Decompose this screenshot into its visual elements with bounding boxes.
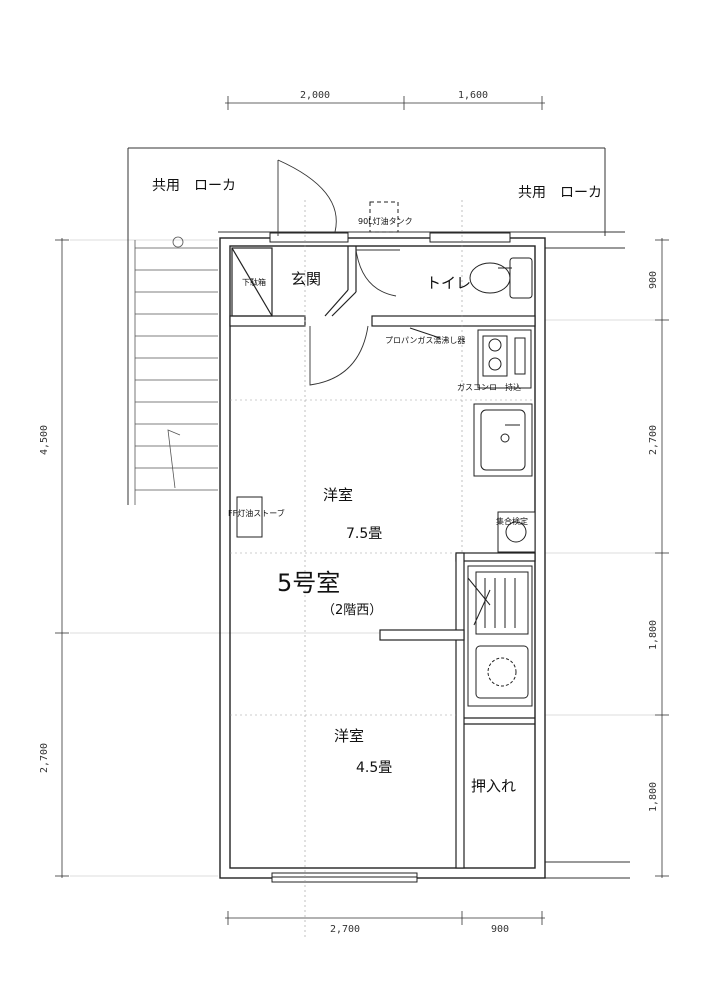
toilet-label: トイレ: [426, 274, 471, 292]
stove-label: FF灯油ストーブ: [228, 508, 285, 518]
dim-top-2: 1,600: [458, 90, 488, 101]
stairs: [134, 236, 218, 505]
oil-stove: [236, 496, 263, 538]
doors: [277, 159, 400, 386]
getabako-label: 下駄箱: [242, 277, 266, 287]
extension-lines: [70, 239, 655, 877]
gas-stove-label: ガスコンロ 持込: [457, 382, 521, 392]
water-heater-label: プロパンガス湯沸し器: [385, 335, 465, 345]
room1-size: 7.5畳: [346, 526, 382, 542]
top-dimension: [225, 96, 545, 110]
closet-label: 押入れ: [471, 777, 516, 795]
dim-right-4: 1,800: [648, 782, 659, 812]
wash-basin: [497, 511, 536, 553]
oil-tank-label: 90L灯油タンク: [358, 216, 413, 226]
corridor-label-left: 共用 ローカ: [152, 178, 236, 194]
dim-right-3: 1,800: [648, 620, 659, 650]
genkan-label: 玄関: [291, 270, 321, 288]
corridor-label-right: 共用 ローカ: [518, 185, 602, 201]
dim-left-2: 2,700: [39, 743, 50, 773]
windows: [269, 232, 511, 883]
room1-name: 洋室: [323, 486, 353, 504]
dim-bottom-1: 2,700: [330, 924, 360, 935]
gas-stove: [477, 329, 532, 389]
interior-walls: [229, 246, 536, 869]
toilet-fixture: [469, 257, 533, 299]
dim-bottom-2: 900: [491, 924, 509, 935]
water-heater-marker: [409, 327, 441, 339]
room2-size: 4.5畳: [356, 760, 392, 776]
unit-bath: [467, 565, 533, 707]
corridor: [127, 147, 630, 879]
dim-right-1: 900: [648, 271, 659, 289]
bottom-dimension: [225, 911, 545, 925]
grid-lines: [230, 200, 535, 940]
meter-label: 集合検定: [496, 516, 528, 526]
unit-number: 5号室: [277, 569, 340, 597]
dim-top-1: 2,000: [300, 90, 330, 101]
dim-left-1: 4,500: [39, 425, 50, 455]
kitchen-sink: [473, 403, 533, 477]
unit-location: （2階西）: [322, 603, 382, 618]
left-dimension: [55, 238, 69, 878]
oil-tank-marker: [369, 201, 399, 233]
right-dimension: [655, 238, 669, 878]
dim-right-2: 2,700: [648, 425, 659, 455]
room2-name: 洋室: [334, 727, 364, 745]
